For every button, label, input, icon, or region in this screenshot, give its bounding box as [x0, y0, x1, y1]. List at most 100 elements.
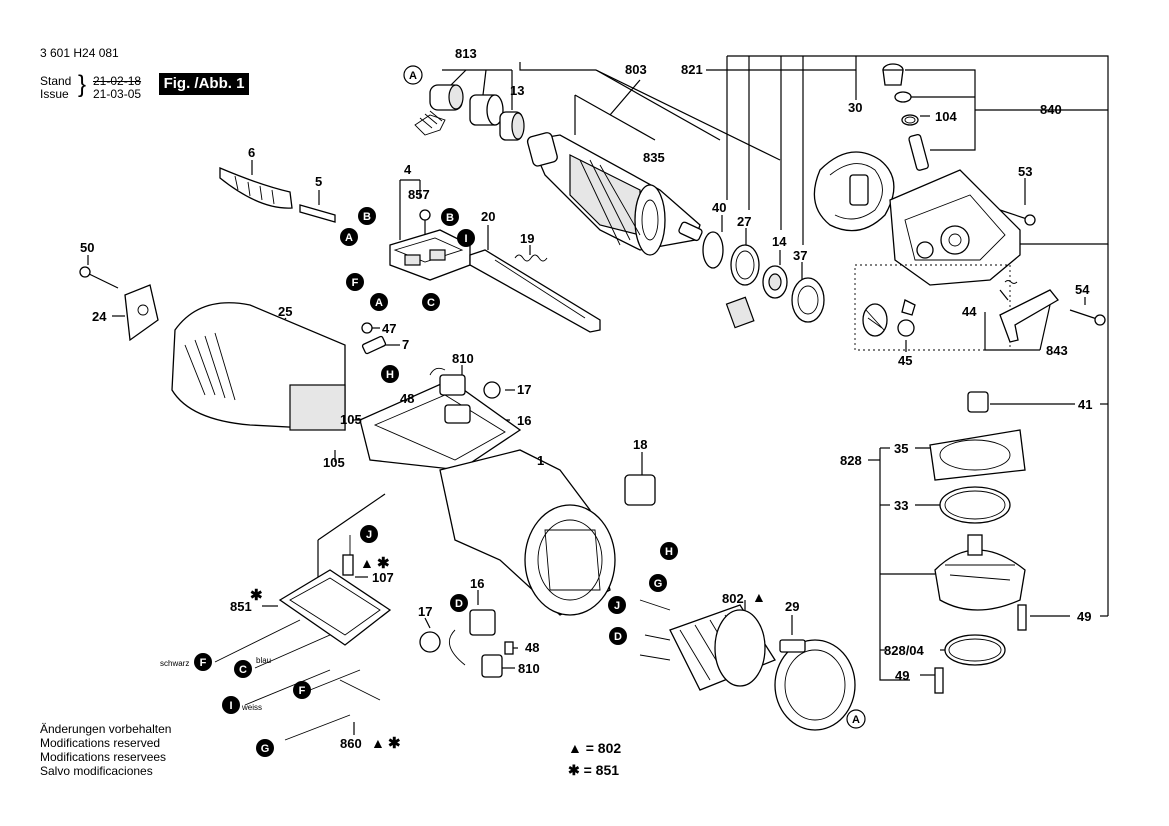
label-105-lower: 105 [323, 455, 345, 470]
label-37: 37 [793, 248, 807, 263]
stand-label: Stand [40, 74, 72, 88]
callout-A-top: A [403, 65, 423, 85]
callout-B-1: B [358, 207, 376, 225]
part-gear-set-828 [929, 391, 1027, 694]
callout-C-2: C [234, 660, 252, 678]
svg-text:B: B [363, 211, 371, 223]
label-33: 33 [894, 498, 908, 513]
label-840: 840 [1040, 102, 1062, 117]
part-wires [214, 619, 381, 741]
svg-text:H: H [665, 546, 673, 558]
svg-text:F: F [200, 657, 207, 669]
date-brace: } [78, 71, 87, 98]
label-47: 47 [382, 321, 396, 336]
label-24: 24 [92, 309, 107, 324]
label-54: 54 [1075, 282, 1090, 297]
label-17-top: 17 [517, 382, 531, 397]
callout-A-bottom: A [846, 709, 866, 729]
part-gear-housing [882, 63, 1021, 286]
callout-F-1: F [346, 273, 364, 291]
label-105-upper: 105 [340, 412, 362, 427]
callout-H-1: H [381, 365, 399, 383]
label-857: 857 [408, 187, 430, 202]
part-slide-20 [469, 249, 601, 333]
part-screw-53 [999, 209, 1036, 226]
svg-text:J: J [614, 600, 620, 612]
stand-date: 21-02-18 [93, 74, 142, 88]
label-17-bottom: 17 [418, 604, 432, 619]
svg-text:J: J [366, 529, 372, 541]
label-16-bottom: 16 [470, 576, 484, 591]
label-53: 53 [1018, 164, 1032, 179]
label-50: 50 [80, 240, 94, 255]
svg-text:C: C [239, 664, 247, 676]
part-handle-6 [219, 167, 336, 223]
callout-F-2: F [194, 653, 212, 671]
part-rings-40-27-14-37 [702, 231, 825, 329]
part-switch-4 [389, 209, 471, 281]
part-motor-housing-1 [439, 449, 656, 616]
label-20: 20 [481, 209, 495, 224]
part-field-coil-802 [639, 599, 776, 691]
svg-text:G: G [654, 578, 663, 590]
label-29: 29 [785, 599, 799, 614]
callout-A-3: A [370, 293, 388, 311]
label-14: 14 [772, 234, 787, 249]
label-7: 7 [402, 337, 409, 352]
label-1: 1 [537, 453, 544, 468]
callout-D-1: D [450, 594, 468, 612]
label-35: 35 [894, 441, 908, 456]
footer-note-de: Änderungen vorbehalten [40, 722, 172, 736]
label-16-top: 16 [517, 413, 531, 428]
callout-J-2: J [608, 596, 626, 614]
label-13: 13 [510, 83, 524, 98]
part-housing-25 [171, 302, 346, 431]
callout-H-2: H [660, 542, 678, 560]
label-49-right: 49 [1077, 609, 1091, 624]
label-843: 843 [1046, 343, 1068, 358]
svg-text:H: H [386, 369, 394, 381]
callout-I-2: I [222, 696, 240, 714]
svg-text:F: F [352, 277, 359, 289]
issue-date: 21-03-05 [93, 87, 142, 101]
issue-label: Issue [40, 87, 69, 101]
marker-star-851: ✱ [250, 587, 263, 604]
figure-label: Fig. /Abb. 1 [159, 73, 249, 95]
label-19: 19 [520, 231, 534, 246]
part-cover-29 [774, 639, 856, 731]
label-828: 828 [840, 453, 862, 468]
part-cover-24 [79, 266, 159, 342]
label-40: 40 [712, 200, 726, 215]
wire-label-weiss: weiss [241, 703, 262, 712]
part-number-labels: 813 803 821 13 835 30 104 840 53 6 5 4 8… [80, 46, 1092, 752]
callout-D-2: D [609, 627, 627, 645]
svg-text:D: D [455, 598, 463, 610]
callout-markers: A B A B I F A C H J F C F I G D H G J D … [194, 65, 866, 757]
svg-text:C: C [427, 297, 435, 309]
label-48-top: 48 [400, 391, 414, 406]
callout-G-1: G [256, 739, 274, 757]
label-813: 813 [455, 46, 477, 61]
label-44: 44 [962, 304, 977, 319]
wire-label-blau: blau [256, 656, 271, 665]
callout-I-1: I [457, 229, 475, 247]
svg-text:B: B [446, 212, 454, 224]
svg-text:D: D [614, 631, 622, 643]
footer-note-en: Modifications reserved [40, 736, 161, 750]
wire-label-schwarz: schwarz [160, 659, 189, 668]
svg-text:A: A [409, 70, 417, 82]
svg-text:G: G [261, 743, 270, 755]
label-107: 107 [372, 570, 394, 585]
part-pinion-spindle [854, 264, 1011, 351]
callout-J-1: J [360, 525, 378, 543]
label-6: 6 [248, 145, 255, 160]
label-821: 821 [681, 62, 703, 77]
label-30: 30 [848, 100, 862, 115]
leader-lines [87, 55, 1109, 735]
part-brush-holder [359, 322, 522, 471]
part-brush-set-bottom [419, 609, 514, 678]
label-41: 41 [1078, 397, 1092, 412]
callout-A-2: A [340, 228, 358, 246]
svg-text:F: F [299, 685, 306, 697]
